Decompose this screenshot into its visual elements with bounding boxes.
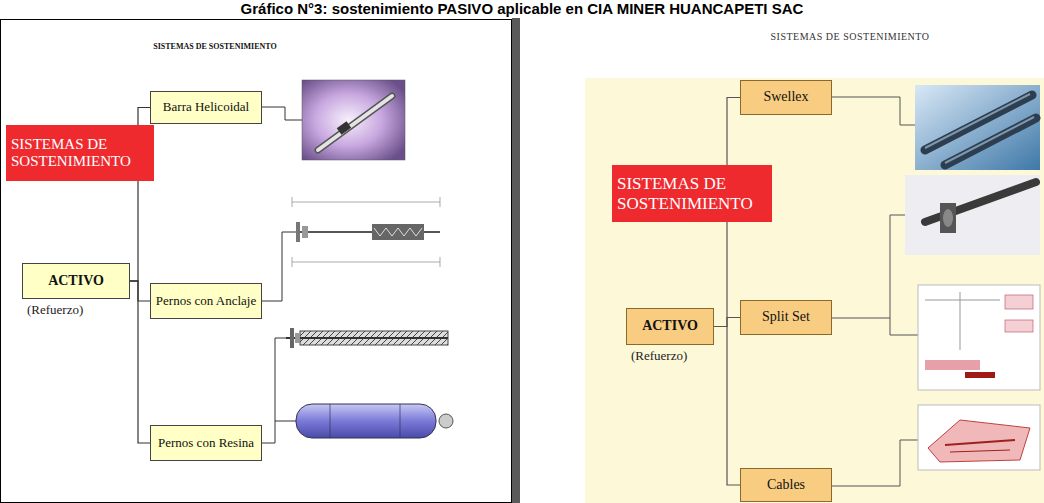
cartridge-body	[296, 404, 436, 438]
box-outline: Swellex	[740, 80, 832, 115]
branch-connector	[714, 318, 740, 327]
diagram-ground	[918, 285, 1040, 390]
diagram-detail	[945, 440, 1015, 445]
support-box: Swellex	[740, 80, 832, 115]
box-outline: ACTIVO	[22, 263, 130, 299]
bolt-nut	[302, 226, 308, 238]
box-text: SISTEMAS DE SOSTENIMIENTO	[11, 136, 149, 171]
box-text: ACTIVO	[48, 273, 104, 289]
dimension-tick	[440, 197, 441, 207]
support-box: Cables	[740, 468, 832, 502]
dimension-tick	[292, 197, 293, 207]
support-box: Split Set	[740, 300, 832, 335]
swellex-photo	[915, 85, 1040, 170]
box-outline: Cables	[740, 468, 832, 502]
photo-ground	[302, 80, 405, 160]
box-subtitle: (Refuerzo)	[22, 299, 130, 318]
nut	[337, 121, 351, 135]
panel-heading: SISTEMAS DE SOSTENIMIENTO	[100, 42, 330, 51]
root-box: SISTEMAS DE SOSTENIMIENTO	[6, 125, 154, 181]
dimension-line	[292, 262, 440, 263]
box-text: SISTEMAS DE SOSTENIMIENTO	[617, 174, 767, 213]
bar-outline	[318, 96, 392, 150]
box-text: Swellex	[763, 89, 808, 105]
diagram-line	[925, 300, 1000, 301]
cartridge-band	[400, 404, 401, 438]
cable-diagram	[918, 405, 1040, 470]
dimension-line	[292, 202, 440, 203]
box-text: Split Set	[762, 309, 810, 325]
box-text: Pernos con Resina	[158, 436, 254, 451]
branch-connector	[130, 281, 150, 443]
tube-highlight	[925, 94, 1030, 148]
cartridge-band	[330, 404, 331, 438]
split-set-plate	[940, 203, 956, 233]
split-set-ring	[943, 209, 953, 227]
anchor-bolt-drawing	[292, 197, 440, 267]
box-outline: SISTEMAS DE SOSTENIMIENTO	[6, 125, 154, 181]
diagram-detail	[965, 372, 995, 378]
diagram-line	[960, 292, 961, 350]
box-outline: Barra Helicoidal	[150, 91, 262, 124]
support-box: Pernos con Anclaje	[150, 283, 262, 319]
dimension-tick	[440, 257, 441, 267]
diagram-detail	[1005, 295, 1033, 309]
swellex-tube	[925, 95, 1032, 150]
leader-line	[275, 421, 296, 422]
resin-bolt-drawing	[286, 328, 448, 348]
panel-heading: SISTEMAS DE SOSTENIMIENTO	[740, 31, 960, 42]
anchor-thread	[374, 228, 422, 236]
support-box: ACTIVO (Refuerzo)	[22, 263, 130, 318]
diagram-detail	[925, 360, 980, 370]
tube-highlight	[945, 117, 1034, 163]
box-outline: ACTIVO	[626, 308, 714, 345]
diagram-ground	[918, 405, 1040, 470]
root-box: SISTEMAS DE SOSTENIMIENTO	[612, 165, 772, 222]
diagram-detail	[950, 450, 1010, 452]
helical-bar-photo	[302, 80, 405, 160]
anchor-shell	[372, 224, 424, 240]
photo-ground	[905, 175, 1040, 255]
split-set-photo	[905, 175, 1040, 255]
box-outline: Pernos con Resina	[150, 425, 262, 461]
box-outline: Pernos con Anclaje	[150, 283, 262, 319]
dimension-tick	[292, 257, 293, 267]
bar	[318, 96, 392, 150]
box-outline: SISTEMAS DE SOSTENIMIENTO	[612, 165, 772, 222]
cartridge-cap	[439, 414, 453, 428]
branch-connector	[714, 327, 740, 486]
box-text: Barra Helicoidal	[163, 100, 249, 115]
swellex-tube	[945, 118, 1036, 165]
branch-connector	[130, 281, 150, 301]
support-box: ACTIVO (Refuerzo)	[626, 308, 714, 364]
bolt-rod	[286, 337, 448, 339]
box-subtitle: (Refuerzo)	[626, 345, 714, 364]
box-outline: Split Set	[740, 300, 832, 335]
support-box: Pernos con Resina	[150, 425, 262, 461]
right-panel-ground	[585, 78, 1044, 503]
leader-line	[890, 318, 918, 335]
bolt-plate	[296, 222, 300, 242]
left-panel	[1, 20, 512, 503]
figure-title: Gráfico N°3: sostenimiento PASIVO aplica…	[0, 0, 1044, 18]
diagram-detail	[928, 420, 1030, 462]
support-box: Barra Helicoidal	[150, 91, 262, 124]
box-text: ACTIVO	[642, 318, 698, 334]
box-text: Cables	[767, 477, 805, 493]
bolt-nut	[295, 333, 300, 343]
photo-ground	[915, 85, 1040, 170]
resin-cartridge	[296, 404, 453, 438]
panel-divider	[512, 18, 520, 503]
cable-diagram	[918, 285, 1040, 390]
box-text: Pernos con Anclaje	[156, 294, 256, 309]
bolt-plate	[290, 328, 294, 348]
diagram-detail	[1005, 320, 1033, 332]
